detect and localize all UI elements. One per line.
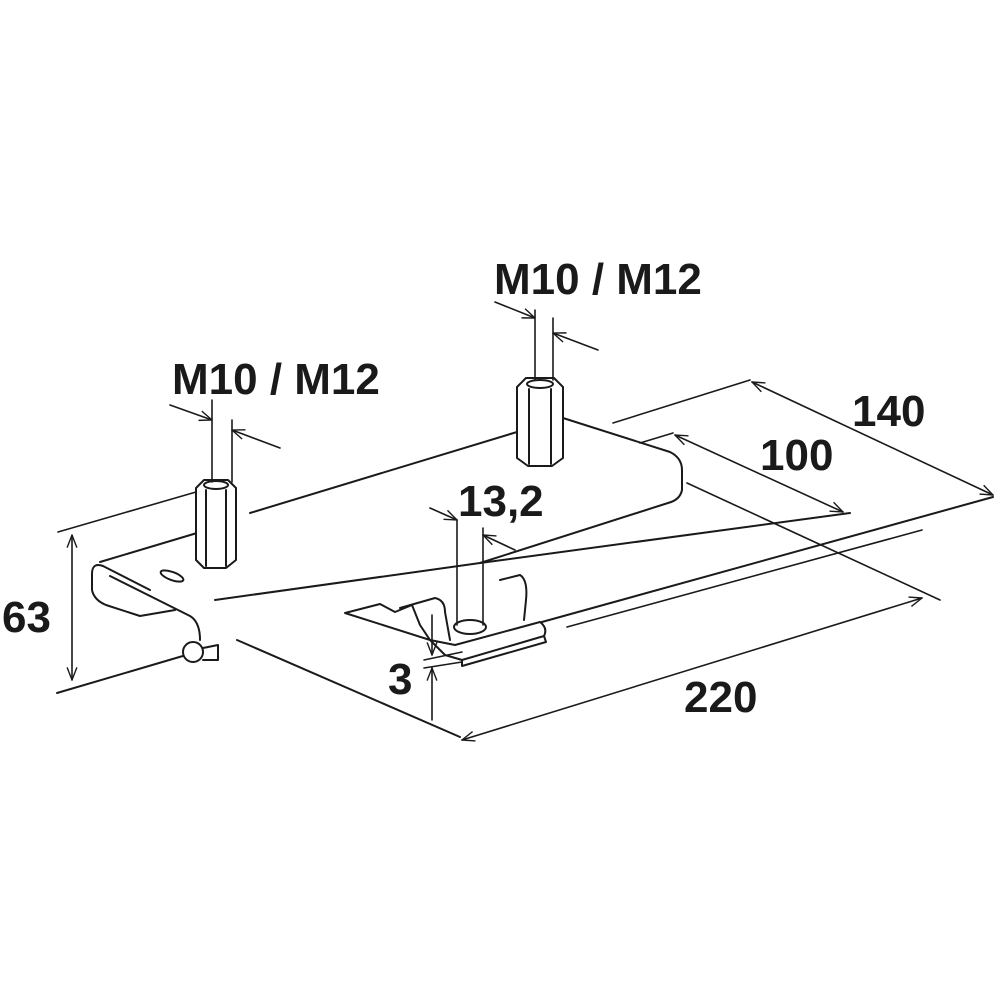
- dimension-width-inner: [639, 432, 843, 512]
- label-thread-left: M10 / M12: [172, 355, 380, 404]
- hinge-pin: [182, 641, 204, 663]
- dimension-width-outer: [612, 379, 993, 495]
- label-height: 63: [2, 593, 51, 642]
- left-coupling-nut: [195, 479, 237, 569]
- dimension-thickness: [423, 614, 463, 721]
- label-width-outer: 140: [852, 387, 925, 436]
- dimension-thread-left: [169, 399, 281, 483]
- mounting-tab: [344, 574, 547, 667]
- right-coupling-nut: [516, 377, 564, 467]
- hole-icon: [453, 619, 487, 635]
- dimension-thread-right: [494, 301, 599, 381]
- dimension-length: [462, 482, 941, 740]
- label-width-inner: 100: [760, 431, 833, 480]
- label-hole-diameter: 13,2: [458, 477, 544, 526]
- label-thread-right: M10 / M12: [494, 255, 702, 304]
- label-length: 220: [684, 673, 757, 722]
- slot-icon: [159, 569, 185, 583]
- label-thickness: 3: [388, 655, 412, 704]
- dimension-height: [57, 491, 197, 681]
